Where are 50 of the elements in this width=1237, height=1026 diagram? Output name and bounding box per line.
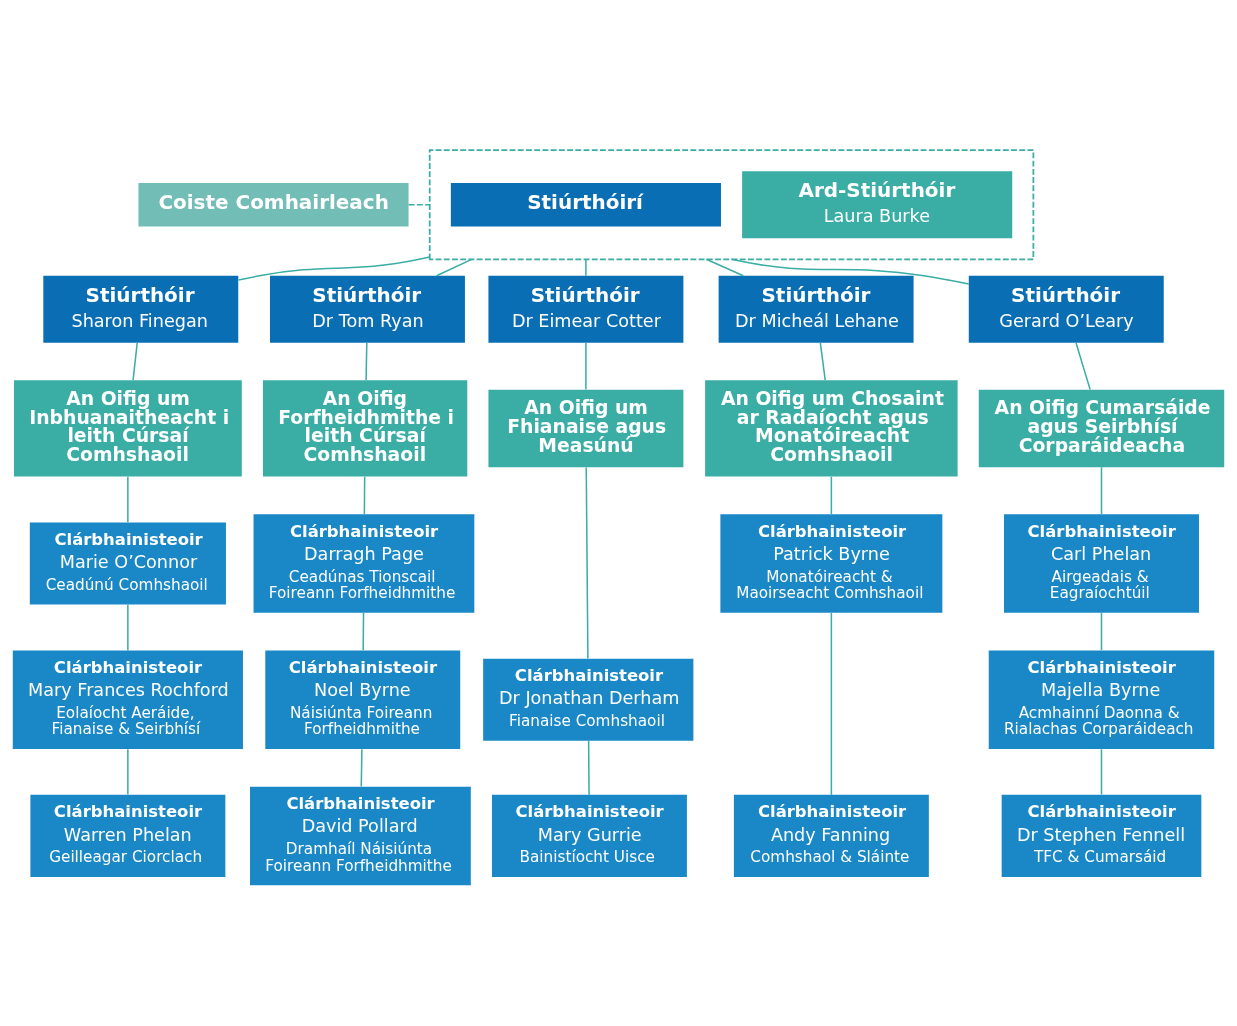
connector (1075, 342, 1091, 391)
node-box: Clárbhainisteoir Dr Stephen Fennell TFC & Cumarsáid (1001, 794, 1202, 878)
node-box: Clárbhainisteoir Carl Phelan Airgeadais & Eagraíochtúil (1004, 514, 1199, 613)
cluster (428, 149, 1035, 261)
node-box: An Oifig Cumarsáide agus Seirbhísí Corparáideacha (978, 389, 1225, 468)
node-box: Clárbhainisteoir Marie O’Connor Ceadúnú Comhshaoil (29, 522, 226, 605)
connector (830, 612, 833, 796)
node-box: Stiúrthóir Gerard O’Leary (968, 275, 1164, 343)
node-box: An Oifig Forfheidhmithe i leith Cúrsaí Comhshaoil (262, 380, 468, 477)
node-box: Clárbhainisteoir Noel Byrne Náisiúnta Foireann Forfheidhmithe (265, 650, 461, 750)
connector (730, 258, 970, 285)
node-box: Clárbhainisteoir Warren Phelan Geilleagar Ciorclach (30, 794, 226, 878)
connector (362, 612, 365, 652)
connector (1100, 612, 1103, 652)
node-box: Clárbhainisteoir Darragh Page Ceadúnas Tionscail Foireann Forfheidhmithe (253, 514, 475, 613)
connector (819, 342, 826, 381)
node-box: Clárbhainisteoir Mary Gurrie Bainistíocht Uisce (491, 794, 687, 878)
connector (587, 740, 590, 796)
node-box: An Oifig um Inbhuanaitheacht i leith Cúrsaí Comhshaoil (13, 380, 242, 477)
connector (360, 748, 363, 788)
connector (127, 476, 129, 524)
connector (1100, 748, 1103, 796)
node-box: Stiúrthóir Dr Tom Ryan (270, 275, 465, 343)
node-box: Clárbhainisteoir Dr Jonathan Derham Fianaise Comhshaoil (483, 658, 694, 741)
connector (585, 342, 587, 391)
node-box: Ard-Stiúrthóir Laura Burke (742, 171, 1013, 239)
connector (830, 476, 833, 515)
node-box: Clárbhainisteoir Andy Fanning Comhshaol & Sláinte (733, 794, 929, 878)
node-box: Clárbhainisteoir Majella Byrne Acmhainní Daonna & Rialachas Corparáideach (988, 650, 1215, 750)
node-box: Coiste Comhairleach (138, 183, 409, 227)
connector (127, 604, 129, 652)
connector (363, 476, 366, 515)
node-box: Stiúrthóir Dr Micheál Lehane (718, 275, 914, 343)
connector (585, 258, 587, 277)
node-box: An Oifig um Fhianaise agus Measúnú (488, 389, 684, 468)
node-box: Clárbhainisteoir David Pollard Dramhaíl Náisiúnta Foireann Forfheidhmithe (250, 786, 471, 886)
node-box: Clárbhainisteoir Mary Frances Rochford Eolaíocht Aeráide, Fianaise & Seirbhísí (12, 650, 243, 750)
connector (407, 203, 431, 206)
node-box: Stiúrthóirí (450, 183, 721, 227)
connector (585, 466, 589, 660)
node-box: An Oifig um Chosaint ar Radaíocht agus Monatóireacht Comhshaoil (705, 380, 958, 477)
connector (705, 258, 745, 277)
node-box: Clárbhainisteoir Patrick Byrne Monatóireacht & Maoirseacht Comhshaoil (720, 514, 943, 613)
connector (365, 342, 368, 381)
connector (127, 748, 129, 796)
connector (237, 256, 431, 281)
node-box: Stiúrthóir Dr Eimear Cotter (488, 275, 684, 343)
connector (132, 342, 138, 381)
connector (1100, 466, 1103, 515)
node-box: Stiúrthóir Sharon Finegan (43, 275, 239, 343)
